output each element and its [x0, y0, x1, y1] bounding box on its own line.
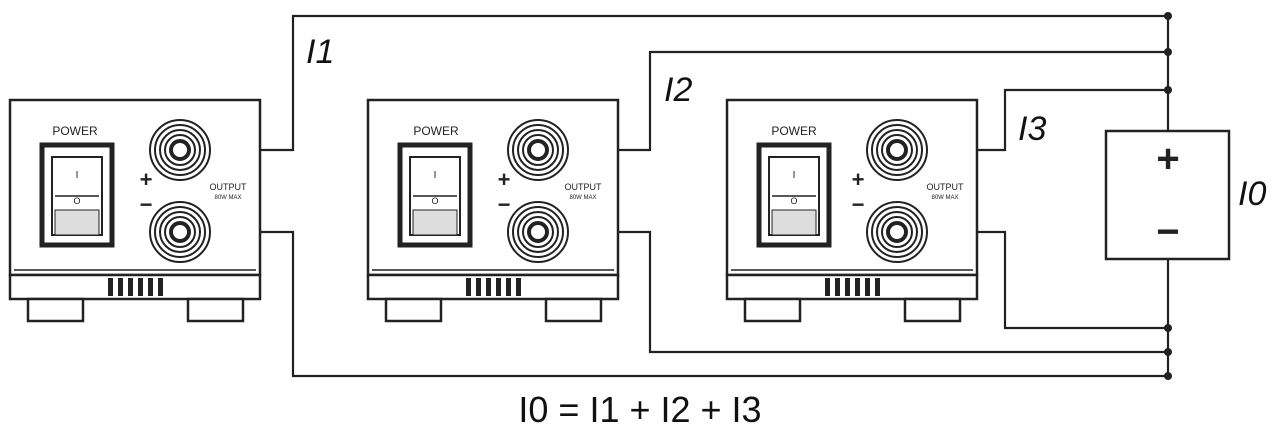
junction-dot [1164, 48, 1172, 56]
vent-grille [466, 278, 521, 296]
positive-terminal[interactable] [149, 119, 211, 181]
junction-dot [1164, 348, 1172, 356]
negative-terminal[interactable] [149, 201, 211, 263]
plus-sign: + [498, 167, 511, 192]
power-switch[interactable]: I O [39, 142, 115, 248]
current-label-i0: I0 [1238, 175, 1266, 213]
minus-sign: − [498, 192, 511, 217]
rating-label: 80W MAX [214, 195, 241, 201]
output-label: OUTPUT [565, 182, 603, 192]
output-label: OUTPUT [210, 182, 248, 192]
output-label: OUTPUT [927, 182, 965, 192]
wire-s1-negative [218, 230, 1168, 378]
junction-dot [1164, 12, 1172, 20]
switch-off-mark: O [73, 196, 80, 206]
switch-off-mark: O [431, 196, 438, 206]
plus-sign: + [140, 167, 153, 192]
load-plus-sign: + [1156, 137, 1179, 181]
power-label: POWER [771, 124, 817, 138]
current-sum-formula: I0 = I1 + I2 + I3 [518, 389, 761, 430]
switch-on-mark: I [793, 170, 796, 181]
junction-dots [1164, 12, 1172, 380]
plus-sign: + [852, 167, 865, 192]
negative-terminal[interactable] [866, 201, 928, 263]
vent-grille [108, 278, 163, 296]
supply-foot-right [544, 297, 603, 323]
supply-foot-left [384, 297, 443, 323]
negative-terminal[interactable] [507, 201, 569, 263]
positive-terminal[interactable] [866, 119, 928, 181]
positive-terminal[interactable] [507, 119, 569, 181]
current-label-i2: I2 [664, 71, 692, 109]
supply-foot-right [903, 297, 962, 323]
junction-dot [1164, 324, 1172, 332]
vent-grille [825, 278, 880, 296]
rating-label: 80W MAX [931, 195, 958, 201]
power-switch[interactable]: I O [397, 142, 473, 248]
power-supply-1: POWER I O + − OUTPUT 80W MAX [8, 98, 262, 323]
supply-foot-left [743, 297, 802, 323]
supply-base [8, 273, 262, 301]
switch-on-mark: I [76, 170, 79, 181]
junction-dot [1164, 372, 1172, 380]
rating-label: 80W MAX [569, 195, 596, 201]
current-label-i1: I1 [306, 33, 334, 71]
load-minus-sign: − [1156, 210, 1179, 254]
load: + − [1104, 129, 1231, 261]
junction-dot [1164, 86, 1172, 94]
supply-base [366, 273, 620, 301]
minus-sign: − [852, 192, 865, 217]
minus-sign: − [140, 192, 153, 217]
power-supply-2: POWER I O + − OUTPUT 80W MAX [366, 98, 620, 323]
switch-off-mark: O [790, 196, 797, 206]
wiring [218, 14, 1170, 378]
switch-on-mark: I [434, 170, 437, 181]
power-label: POWER [413, 124, 459, 138]
power-supply-3: POWER I O + − OUTPUT 80W MAX [725, 98, 979, 323]
supply-base [725, 273, 979, 301]
supply-foot-right [186, 297, 245, 323]
power-switch[interactable]: I O [756, 142, 832, 248]
current-label-i3: I3 [1018, 110, 1046, 148]
load-box [1104, 129, 1231, 261]
power-label: POWER [52, 124, 98, 138]
supply-foot-left [26, 297, 85, 323]
